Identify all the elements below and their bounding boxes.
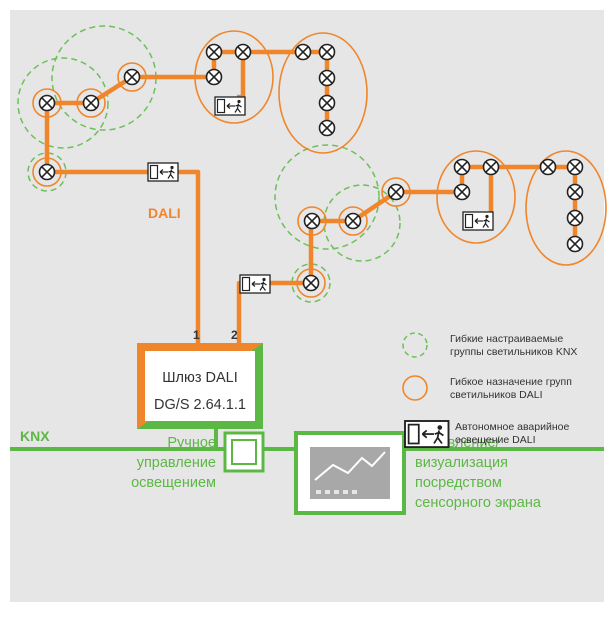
dali-line-1-label: 1 [193, 328, 200, 342]
touchscreen-line-3: посредством [415, 475, 502, 491]
legend-knx-line-2: группы светильников KNX [450, 346, 577, 358]
touchscreen-line-2: визуализация [415, 455, 508, 471]
legend-emergency-line-2: освещение DALI [455, 434, 536, 446]
gateway-title: Шлюз DALI [162, 370, 238, 386]
legend-knx-group-icon [402, 332, 428, 358]
touchscreen-icon [294, 431, 406, 515]
manual-control-line-1: Ручное [167, 435, 216, 451]
legend: Гибкие настраиваемые группы светильников… [402, 332, 577, 449]
legend-knx-line-1: Гибкие настраиваемые [450, 333, 563, 345]
dali-gateway: Шлюз DALI DG/S 2.64.1.1 [137, 343, 263, 429]
touchscreen-line-4: сенсорного экрана [415, 495, 542, 511]
legend-dali-line-1: Гибкое назначение групп [450, 376, 572, 388]
knx-label: KNX [20, 428, 50, 444]
legend-emergency-icon [404, 420, 450, 449]
switch-icon [223, 431, 265, 473]
legend-dali-line-2: светильников DALI [450, 389, 543, 401]
dali-line-2-label: 2 [231, 328, 238, 342]
dali-label: DALI [148, 205, 181, 221]
manual-control-line-2: управление [137, 455, 216, 471]
legend-dali-group-icon [402, 375, 428, 401]
legend-emergency-line-1: Автономное аварийное [455, 421, 569, 433]
gateway-model: DG/S 2.64.1.1 [154, 397, 246, 413]
manual-control-line-3: освещением [131, 475, 216, 491]
